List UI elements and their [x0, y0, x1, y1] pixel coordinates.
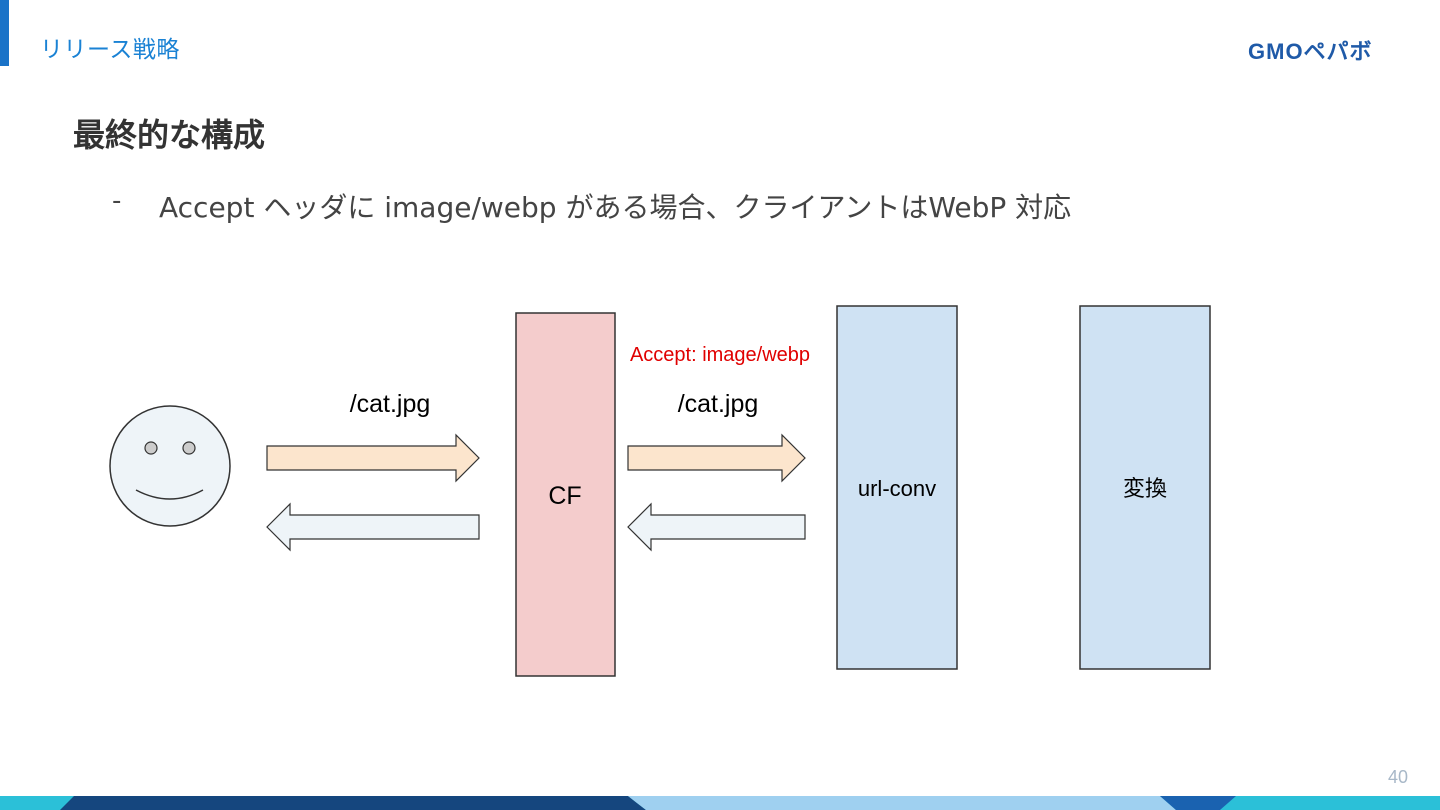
- response-arrow-cf-to-client: [266, 502, 480, 552]
- accept-header-annotation: Accept: image/webp: [630, 344, 810, 366]
- footer-band: [0, 796, 1440, 810]
- response-arrow-url-conv-to-cf: [627, 502, 806, 552]
- smiley-face-icon: [109, 405, 231, 527]
- request-arrow-client-to-cf: [266, 433, 480, 483]
- request-arrow-cf-to-url-conv: [627, 433, 806, 483]
- cf-box-label: CF: [548, 482, 581, 510]
- convert-box: [1079, 305, 1211, 670]
- slide-title: 最終的な構成: [73, 116, 266, 154]
- header-accent-bar: [0, 0, 9, 66]
- request-label-cf: /cat.jpg: [678, 390, 759, 418]
- cf-box: [515, 312, 616, 677]
- page-number: 40: [1387, 767, 1408, 787]
- url-conv-box-label: url-conv: [858, 476, 936, 501]
- convert-box-label: 変換: [1123, 477, 1167, 502]
- company-logo: GMOペパボ: [1248, 39, 1373, 64]
- request-label-client: /cat.jpg: [350, 390, 431, 418]
- bullet-text: Accept ヘッダに image/webp がある場合、クライアントはWebP…: [159, 191, 1072, 224]
- section-title: リリース戦略: [40, 37, 180, 63]
- url-conv-box: [836, 305, 958, 670]
- bullet-marker: -: [112, 186, 122, 216]
